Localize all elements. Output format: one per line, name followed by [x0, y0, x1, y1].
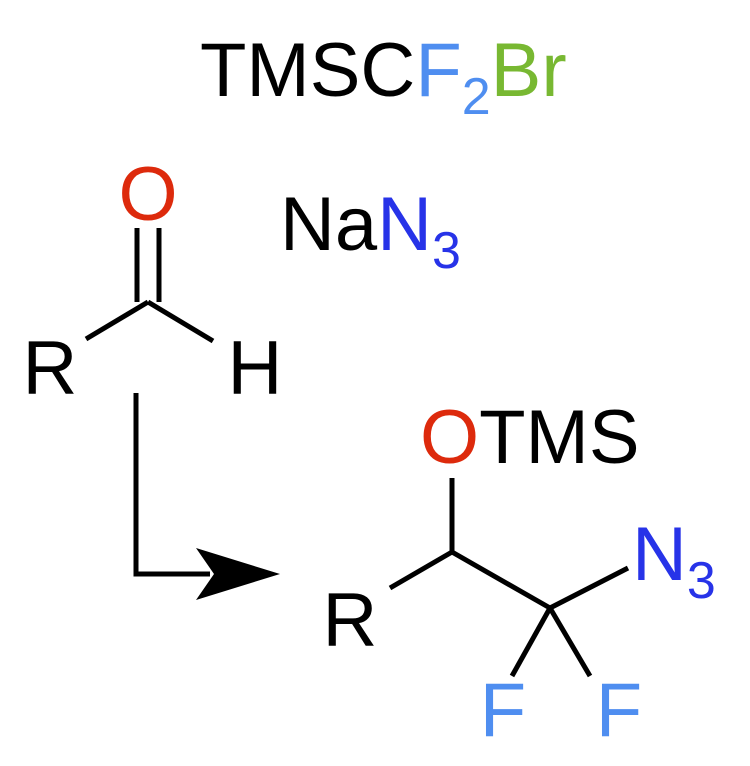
reagent2-n: N	[377, 182, 432, 267]
reaction-arrow-line	[133, 393, 210, 577]
product-azide-label: N3	[632, 512, 716, 610]
product-otms-label: OTMS	[420, 395, 640, 480]
reactant-r-label: R	[23, 326, 78, 411]
product-bond-c-n3	[548, 565, 630, 611]
reagent1-br: Br	[491, 28, 567, 113]
reagent1-tmsc: TMSC	[200, 28, 415, 113]
reagent1-f-subscript: 2	[462, 68, 491, 126]
reagent-tmscf2br: TMSCF2Br	[200, 28, 567, 126]
product-r-label: R	[323, 578, 378, 663]
product-bond-c-c	[450, 549, 552, 611]
reagent2-n-subscript: 3	[432, 222, 461, 280]
reactant-bond-carbon-h	[146, 299, 215, 344]
product-oxygen: O	[420, 395, 479, 480]
product-n-subscript: 3	[687, 552, 716, 610]
product-fluorine-left: F	[480, 668, 526, 753]
product-fluorine-right: F	[596, 668, 642, 753]
product-bond-c-r	[388, 549, 454, 591]
reactant-bond-carbon-r	[84, 299, 150, 342]
reagent1-f: F	[415, 28, 461, 113]
reagent2-na: Na	[280, 182, 378, 267]
product-n: N	[632, 512, 687, 597]
reactant-oxygen-label: O	[118, 152, 177, 237]
product-bond-c-f-left	[509, 606, 553, 678]
product-tms: TMS	[479, 395, 639, 480]
reagent-nan3: NaN3	[280, 182, 461, 280]
reaction-arrow-head	[196, 548, 280, 600]
product-bond-c-f-right	[547, 606, 593, 678]
reactant-h-label: H	[228, 326, 283, 411]
